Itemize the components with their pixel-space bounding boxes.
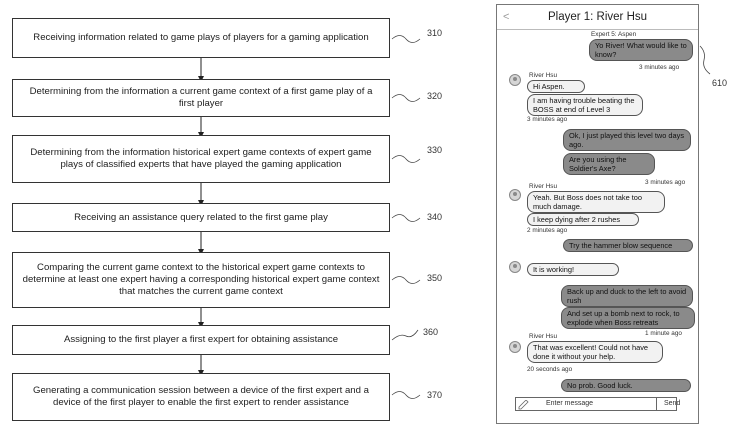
ref-610: 610 [712, 78, 728, 88]
avatar [509, 189, 521, 201]
step-310: Receiving information related to game pl… [12, 18, 390, 58]
flow-connectors [198, 35, 421, 399]
leader-340 [391, 214, 421, 222]
send-button[interactable]: Send [664, 400, 681, 407]
avatar [509, 341, 521, 353]
step-330: Determining from the information histori… [12, 135, 390, 183]
leader-360 [391, 329, 419, 341]
sender-label: River Hsu [529, 333, 558, 340]
sender-label: Expert 5: Aspen [591, 31, 637, 38]
back-arrow-icon[interactable]: < [503, 11, 510, 23]
leader-310 [391, 35, 421, 43]
chat-bubble-player: That was excellent! Could not have done … [527, 341, 663, 363]
timestamp: 3 minutes ago [645, 179, 686, 186]
step-360: Assigning to the first player a first ex… [12, 325, 390, 355]
step-370: Generating a communication session betwe… [12, 373, 390, 421]
timestamp: 3 minutes ago [527, 116, 568, 123]
sender-label: River Hsu [529, 72, 558, 79]
ref-310: 310 [427, 28, 443, 38]
message-input-placeholder: Enter message [546, 400, 594, 407]
chat-bubble-expert: Back up and duck to the left to avoid ru… [561, 285, 693, 307]
step-340: Receiving an assistance query related to… [12, 203, 390, 232]
chat-bubble-player: I am having trouble beating the BOSS at … [527, 94, 643, 116]
step-350: Comparing the current game context to th… [12, 252, 390, 308]
send-divider [656, 398, 657, 410]
pencil-icon [518, 400, 529, 410]
step-320: Determining from the information a curre… [12, 79, 390, 117]
leader-370 [391, 391, 421, 399]
leader-350 [391, 276, 421, 284]
chat-bubble-expert: Are you using the Soldier's Axe? [563, 153, 655, 175]
ref-370: 370 [427, 390, 443, 400]
chat-bubble-expert: Try the hammer blow sequence [563, 239, 693, 252]
sender-label: River Hsu [529, 183, 558, 190]
chat-bubble-player: Hi Aspen. [527, 80, 585, 93]
chat-bubble-expert: Ok, I just played this level two days ag… [563, 129, 691, 151]
chat-title: Player 1: River Hsu [547, 11, 648, 23]
chat-bubble-expert: No prob. Good luck. [561, 379, 691, 392]
message-input[interactable]: Enter message Send [515, 397, 681, 411]
flowchart: Receiving information related to game pl… [12, 18, 443, 421]
ref-330: 330 [427, 145, 443, 155]
timestamp: 20 seconds ago [527, 366, 573, 373]
avatar [509, 74, 521, 86]
timestamp: 1 minute ago [645, 330, 682, 337]
timestamp: 2 minutes ago [527, 227, 568, 234]
chat-bubble-player: I keep dying after 2 rushes [527, 213, 639, 226]
ref-350: 350 [427, 273, 443, 283]
timestamp: 3 minutes ago [639, 64, 680, 71]
chat-bubble-player: Yeah. But Boss does not take too much da… [527, 191, 665, 213]
chat-bubble-expert: And set up a bomb next to rock, to explo… [561, 307, 695, 329]
chat-bubble-player: It is working! [527, 263, 619, 276]
ref-320: 320 [427, 91, 443, 101]
title-divider [497, 29, 698, 30]
chat-bubble-expert: Yo River! What would like to know? [589, 39, 693, 61]
leader-320 [391, 94, 421, 102]
leader-330 [391, 155, 421, 163]
avatar [509, 261, 521, 273]
phone-chat-screen: < Player 1: River Hsu Expert 5: Aspen Yo… [496, 4, 699, 424]
ref-340: 340 [427, 212, 443, 222]
ref-360: 360 [423, 327, 439, 337]
